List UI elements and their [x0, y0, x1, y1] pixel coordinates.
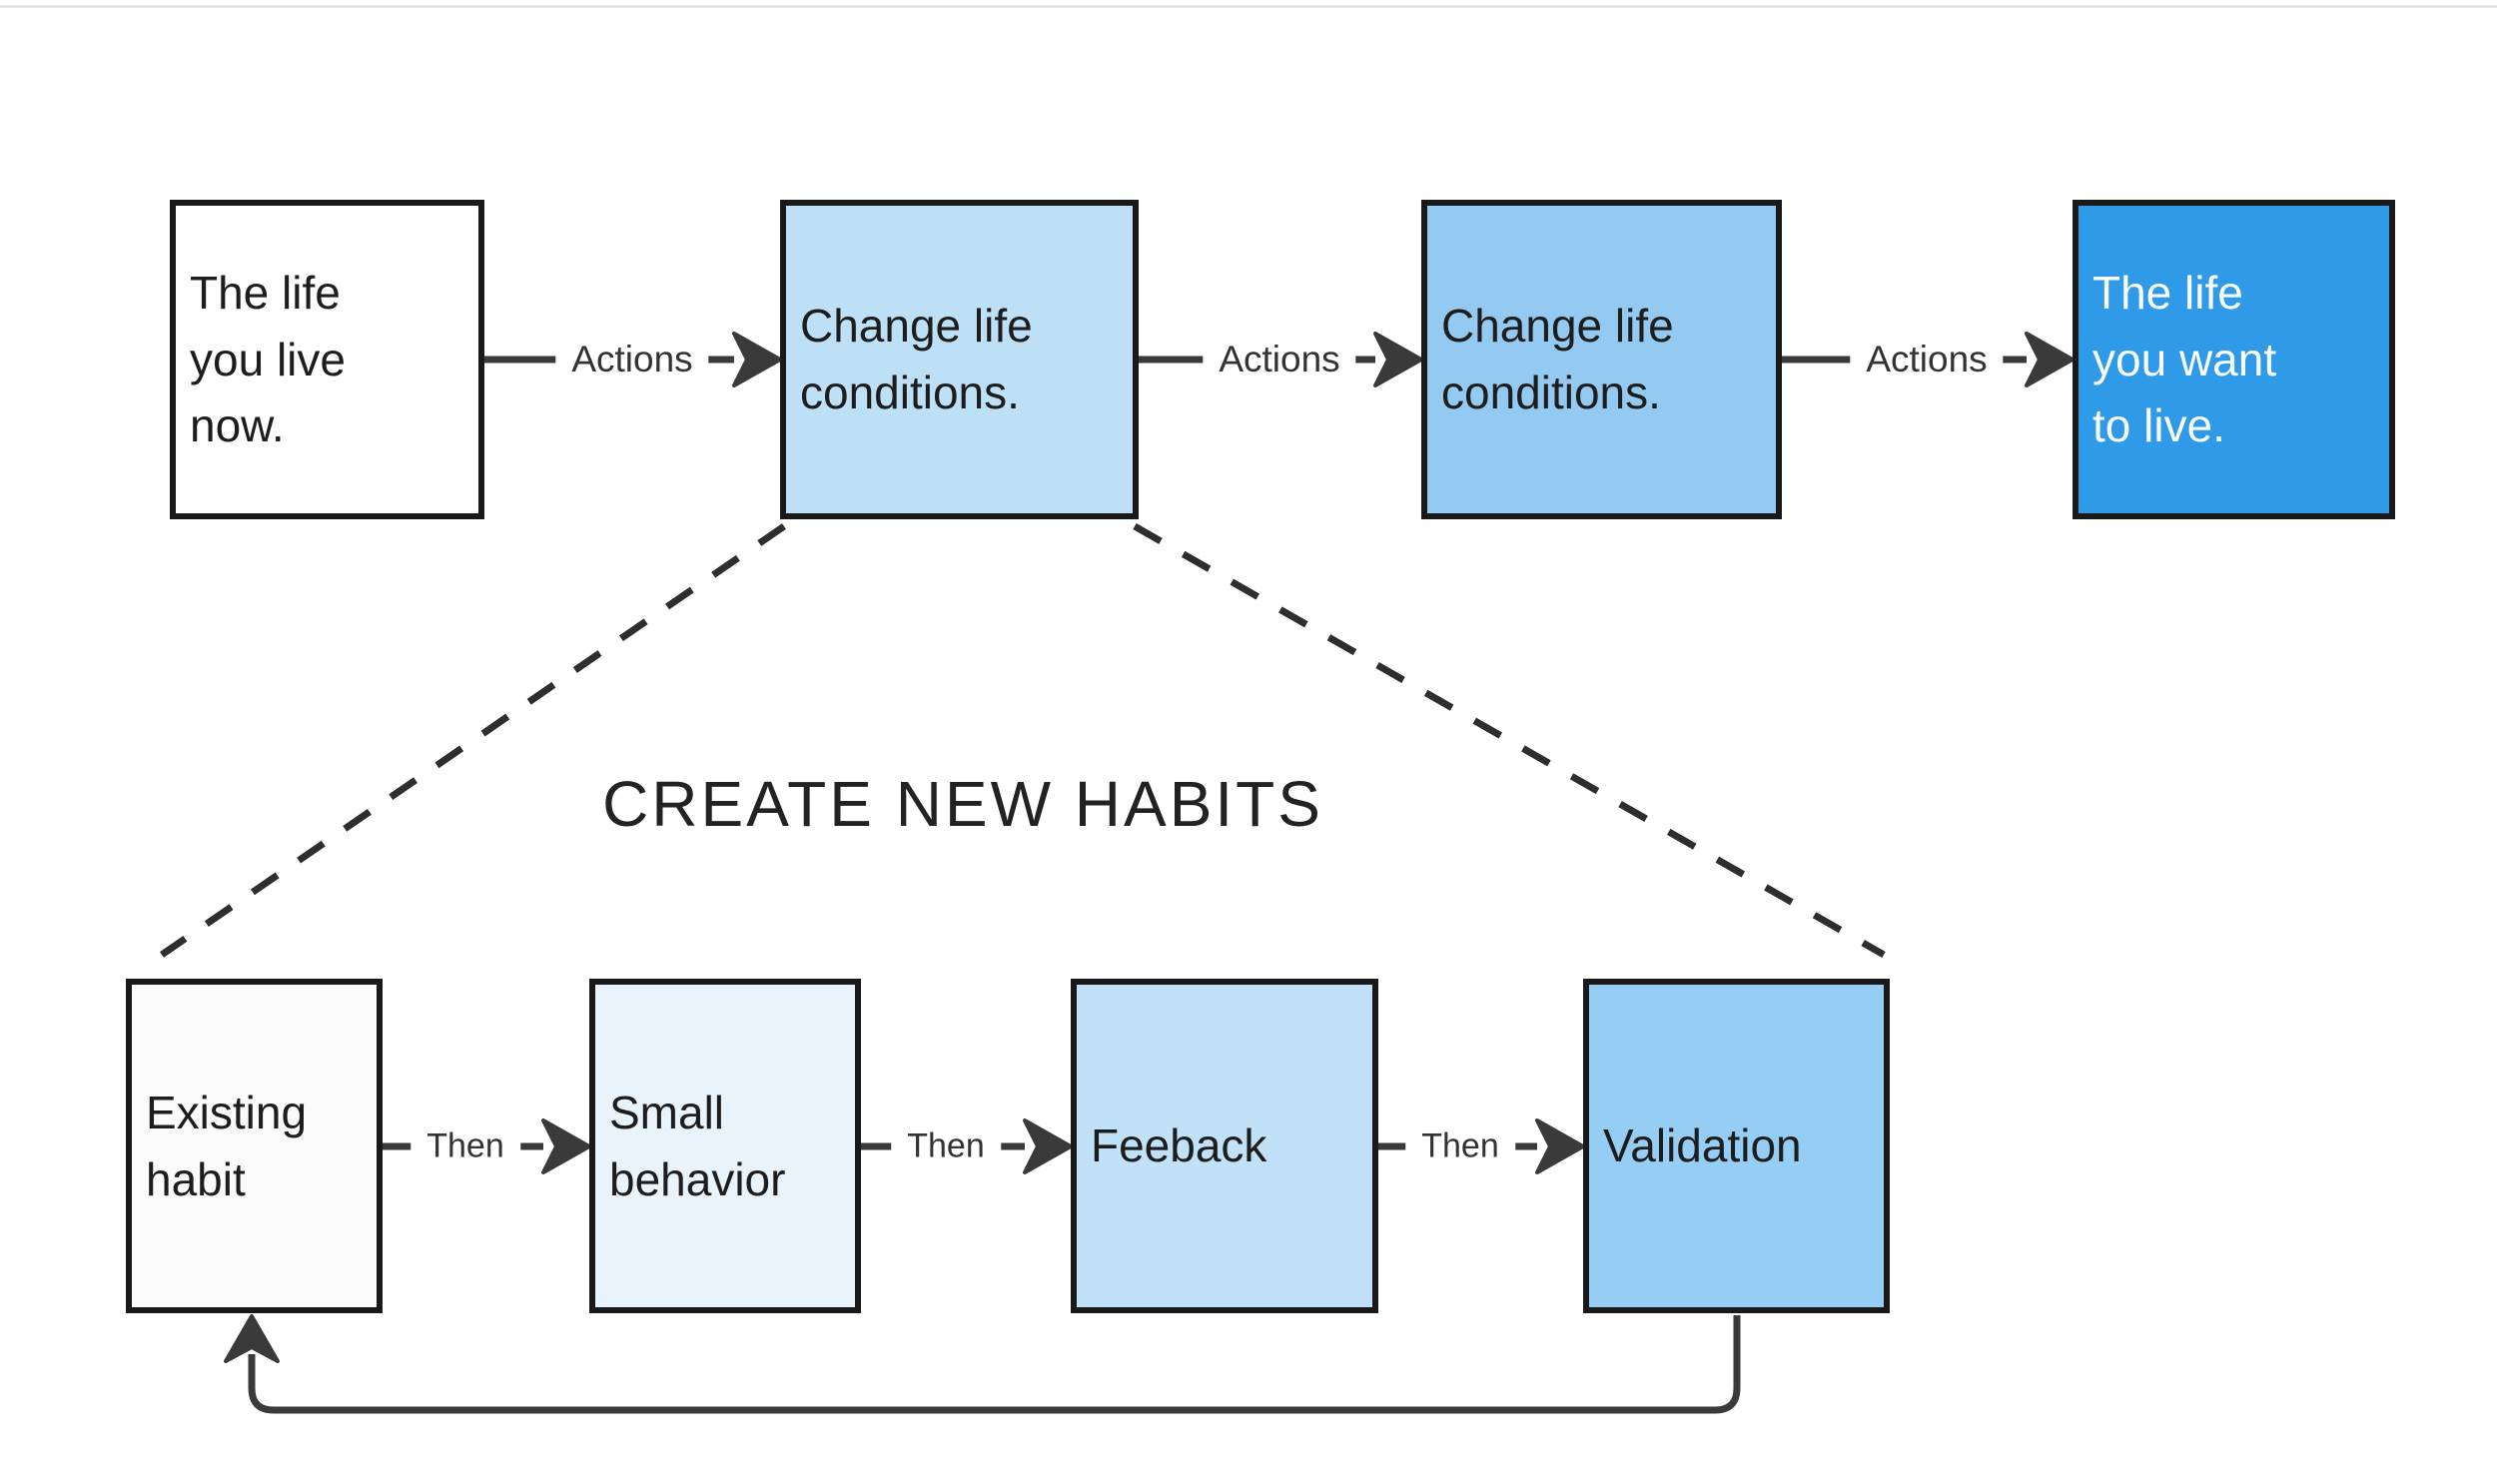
node-text-line: Validation	[1603, 1119, 1802, 1172]
node-text-line: Existing	[146, 1086, 308, 1138]
node-text-line: The life	[190, 266, 341, 319]
node-life-you-live-now: The life you live now.	[170, 200, 484, 519]
feedback-loop-line	[248, 1315, 1741, 1414]
node-text-line: to live.	[2092, 399, 2225, 452]
node-existing-habit: Existing habit	[126, 979, 383, 1313]
node-text-line: now.	[190, 399, 285, 452]
dashed-expander-left	[160, 523, 786, 958]
section-title-create-new-habits: CREATE NEW HABITS	[602, 768, 1323, 840]
node-life-you-want-to-live: The life you want to live.	[2073, 200, 2395, 519]
node-text-line: you live	[190, 333, 346, 385]
node-validation: Validation	[1583, 979, 1890, 1313]
node-text-line: behavior	[609, 1152, 786, 1205]
node-small-behavior: Small behavior	[589, 979, 861, 1313]
node-text-line: you want	[2092, 333, 2277, 385]
node-text-line: habit	[146, 1152, 246, 1205]
node-text-line: conditions.	[800, 367, 1020, 418]
top-divider-line	[0, 5, 2497, 8]
connector-label-actions-3: Actions	[1850, 337, 2004, 382]
node-text-line: The life	[2092, 266, 2243, 319]
arrowhead-actions-3	[2025, 332, 2075, 387]
connector-label-then-2: Then	[891, 1124, 1001, 1168]
arrowhead-actions-1	[732, 332, 782, 387]
connector-label-then-3: Then	[1405, 1124, 1515, 1168]
node-text-line: Feeback	[1091, 1119, 1267, 1172]
node-text-line: Small	[609, 1086, 725, 1138]
node-text-line: conditions.	[1441, 367, 1661, 418]
node-text-line: Change life	[800, 300, 1033, 353]
arrowhead-actions-2	[1373, 332, 1423, 387]
arrowhead-then-2	[1023, 1118, 1073, 1174]
connector-label-actions-1: Actions	[555, 337, 709, 382]
arrowhead-then-3	[1535, 1118, 1585, 1174]
arrowhead-loop-up	[224, 1314, 280, 1363]
dashed-expander-right	[1133, 522, 1886, 959]
connector-label-then-1: Then	[411, 1124, 520, 1168]
node-change-life-conditions-2: Change life conditions.	[1421, 200, 1782, 519]
arrowhead-then-1	[541, 1118, 591, 1174]
node-text-line: Change life	[1441, 300, 1674, 353]
node-feeback: Feeback	[1071, 979, 1378, 1313]
connector-label-actions-2: Actions	[1203, 337, 1356, 382]
node-change-life-conditions-1: Change life conditions.	[780, 200, 1139, 519]
